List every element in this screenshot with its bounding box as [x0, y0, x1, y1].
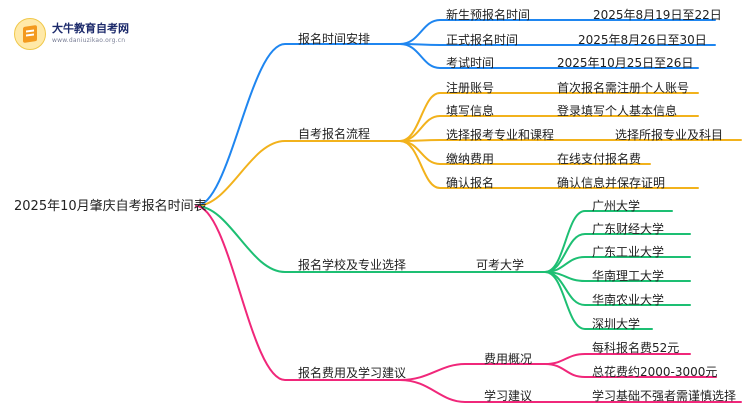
root-node: 2025年10月肇庆自考报名时间表 — [14, 199, 207, 214]
fee-item: 总花费约2000-3000元 — [592, 365, 718, 379]
connector-fees-advice — [195, 205, 401, 381]
school-item: 华南农业大学 — [592, 293, 665, 307]
branch-schools: 报名学校及专业选择 — [298, 258, 407, 272]
school-item: 深圳大学 — [592, 317, 641, 331]
branch-fees-advice: 报名费用及学习建议 — [298, 366, 407, 380]
logo-url: www.daniuzikao.org.cn — [52, 37, 126, 44]
advice-subnode-line — [399, 379, 546, 403]
book-icon — [23, 25, 37, 43]
schedule-item-value: 2025年8月19日至22日 — [593, 8, 722, 22]
fee-connector — [544, 363, 717, 378]
school-item: 广东工业大学 — [592, 245, 665, 259]
process-step-label: 选择报考专业和课程 — [446, 128, 555, 142]
connector-schedule — [195, 43, 401, 207]
schedule-item-label: 新生预报名时间 — [446, 8, 531, 22]
logo-badge — [14, 18, 46, 50]
fees-subnode: 费用概况 — [484, 352, 533, 366]
schools-subnode: 可考大学 — [476, 258, 525, 272]
process-connector — [399, 140, 699, 189]
site-logo: 大牛教育自考网 www.daniuzikao.org.cn — [6, 10, 166, 50]
branch-schedule: 报名时间安排 — [298, 32, 371, 46]
schedule-item-label: 考试时间 — [446, 56, 495, 70]
process-step-detail: 选择所报专业及科目 — [615, 128, 724, 142]
process-step-detail: 确认信息并保存证明 — [557, 176, 666, 190]
branch-process: 自考报名流程 — [298, 127, 371, 141]
schedule-item-value: 2025年10月25日至26日 — [557, 56, 694, 70]
fee-connector — [544, 353, 691, 365]
process-step-detail: 首次报名需注册个人账号 — [557, 81, 690, 95]
process-step-label: 确认报名 — [446, 176, 495, 190]
school-connector — [544, 271, 653, 330]
process-step-label: 填写信息 — [446, 104, 495, 118]
connector-process — [195, 140, 401, 207]
school-item: 广州大学 — [592, 199, 641, 213]
school-item: 华南理工大学 — [592, 269, 665, 283]
logo-name: 大牛教育自考网 — [52, 22, 129, 35]
process-step-label: 缴纳费用 — [446, 152, 495, 166]
schedule-connector — [399, 43, 699, 69]
advice-subnode: 学习建议 — [484, 389, 533, 403]
process-step-label: 注册账号 — [446, 81, 495, 95]
schedule-item-label: 正式报名时间 — [446, 33, 519, 47]
process-step-detail: 登录填写个人基本信息 — [557, 104, 678, 118]
advice-item: 学习基础不强者需谨慎选择 — [592, 389, 737, 403]
fees-subnode-line — [399, 363, 546, 381]
connector-schools — [195, 205, 401, 273]
school-connector — [544, 210, 673, 273]
process-step-detail: 在线支付报名费 — [557, 152, 642, 166]
schedule-item-value: 2025年8月26日至30日 — [578, 33, 707, 47]
school-item: 广东财经大学 — [592, 222, 665, 236]
fee-item: 每科报名费52元 — [592, 341, 680, 355]
